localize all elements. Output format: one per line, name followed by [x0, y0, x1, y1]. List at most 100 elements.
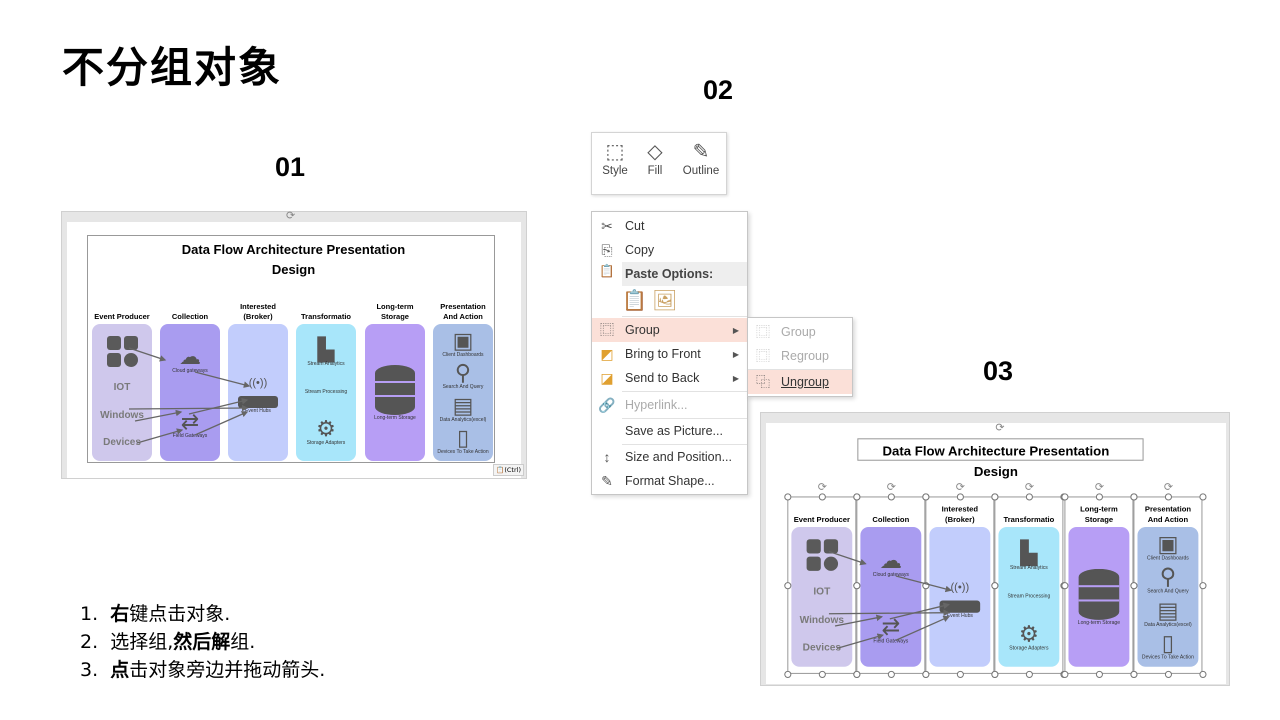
context-menu: ✂Cut ⎘Copy 📋 Paste Options: 📋 🖼 ⿴Group▶ … — [591, 211, 748, 495]
resize-handle[interactable] — [1061, 582, 1069, 590]
paste-options-header: Paste Options: — [622, 262, 747, 286]
menu-item-copy[interactable]: ⎘Copy — [592, 238, 747, 262]
resize-handle[interactable] — [853, 582, 861, 590]
resize-handle[interactable] — [956, 670, 964, 678]
rotate-handle-icon[interactable]: ⟳ — [955, 481, 966, 494]
column-selection-box[interactable] — [856, 496, 926, 674]
diagram-item[interactable]: ☁Cloud gateways — [873, 549, 909, 578]
column-selection-box[interactable] — [925, 496, 995, 674]
diagram-item[interactable]: ⚙Storage Adapters — [1009, 622, 1048, 651]
diagram-column[interactable]: Interested (Broker)((•))Event Hubs — [929, 503, 991, 667]
resize-handle[interactable] — [922, 670, 930, 678]
resize-handle[interactable] — [784, 670, 792, 678]
column-box[interactable]: ((•))Event Hubs — [929, 527, 991, 667]
column-selection-box[interactable] — [787, 496, 857, 674]
rotate-handle-icon[interactable]: ⟳ — [1163, 481, 1174, 494]
resize-handle[interactable] — [1130, 670, 1138, 678]
diagram-item[interactable]: Long-term Storage — [1078, 568, 1120, 625]
resize-handle[interactable] — [853, 670, 861, 678]
diagram-item[interactable]: ⇄Field Gateways — [873, 615, 908, 644]
resize-handle[interactable] — [1164, 670, 1172, 678]
resize-handle[interactable] — [818, 670, 826, 678]
title-selection-box[interactable] — [857, 438, 1144, 461]
resize-handle[interactable] — [853, 493, 861, 501]
group-selection-box[interactable] — [87, 235, 495, 463]
resize-handle[interactable] — [991, 493, 999, 501]
title-line: Design — [271, 262, 316, 277]
menu-item-group[interactable]: ⿴Group▶ — [592, 318, 747, 342]
rotate-handle-icon[interactable]: ⟳ — [1094, 481, 1105, 494]
column-selection-box[interactable] — [1064, 496, 1134, 674]
menu-item-cut[interactable]: ✂Cut — [592, 214, 747, 238]
resize-handle[interactable] — [784, 493, 792, 501]
rotate-handle-icon[interactable]: ⟳ — [886, 481, 897, 494]
resize-handle[interactable] — [887, 493, 895, 501]
resize-handle[interactable] — [1199, 582, 1207, 590]
resize-handle[interactable] — [1130, 493, 1138, 501]
style-button[interactable]: ⬚Style — [594, 139, 636, 177]
diagram-column[interactable]: Presentation And Action▣Client Dashboard… — [1137, 503, 1199, 667]
menu-item-send-to-back[interactable]: ◪Send to Back▶ — [592, 366, 747, 390]
resize-handle[interactable] — [818, 493, 826, 501]
resize-handle[interactable] — [991, 582, 999, 590]
rotate-handle-icon[interactable]: ⟳ — [1024, 481, 1035, 494]
column-header: Event Producer — [94, 312, 150, 321]
paste-as-picture-icon[interactable]: 🖼 — [652, 290, 678, 312]
diagram-item[interactable]: ▯Devices To Take Action — [1142, 631, 1194, 660]
outline-button[interactable]: ✎Outline — [676, 139, 726, 177]
diagram-item[interactable]: ⚲Search And Query — [1147, 566, 1188, 595]
column-box[interactable]: ▣Client Dashboards ⚲Search And Query ▤Data… — [1137, 527, 1199, 667]
menu-label: Bring to Front — [625, 347, 701, 361]
producer-label: Windows — [100, 409, 144, 421]
resize-handle[interactable] — [1164, 493, 1172, 501]
resize-handle[interactable] — [1025, 493, 1033, 501]
fill-button[interactable]: ◇Fill — [634, 139, 676, 177]
diagram-item: IOT — [114, 382, 131, 394]
rotate-handle-icon[interactable]: ⟳ — [995, 421, 1005, 435]
diagram-item[interactable]: ▤Data Analytics(excel) — [1144, 599, 1191, 628]
resize-handle[interactable] — [887, 670, 895, 678]
resize-handle[interactable] — [1199, 493, 1207, 501]
resize-handle[interactable] — [1130, 582, 1138, 590]
menu-item-format-shape[interactable]: ✎Format Shape... — [592, 469, 747, 493]
column-selection-box[interactable] — [994, 496, 1064, 674]
diagram-item[interactable]: Stream Processing — [1007, 594, 1050, 600]
column-selection-box[interactable] — [1133, 496, 1203, 674]
submenu-item-ungroup[interactable]: ⿻Ungroup — [748, 370, 852, 394]
resize-handle[interactable] — [1095, 493, 1103, 501]
paste-options-tag[interactable]: 📋(Ctrl) — [493, 464, 524, 476]
rotate-handle-icon[interactable]: ⟳ — [286, 209, 296, 222]
paste-keep-source-icon[interactable]: 📋 — [622, 290, 647, 312]
menu-item-size-position[interactable]: ↕Size and Position... — [592, 445, 747, 469]
resize-handle[interactable] — [922, 582, 930, 590]
resize-handle[interactable] — [956, 493, 964, 501]
diagram-item[interactable] — [806, 539, 838, 571]
menu-item-save-as-picture[interactable]: Save as Picture... — [592, 419, 747, 443]
diagram-item[interactable]: ▙Stream Analytics — [1010, 542, 1048, 571]
resize-handle[interactable] — [991, 670, 999, 678]
diagram-item[interactable]: ▣Client Dashboards — [1147, 533, 1189, 562]
diagram-item[interactable]: IOT — [813, 586, 830, 598]
menu-label: Send to Back — [625, 371, 700, 385]
rotate-handle-icon[interactable]: ⟳ — [817, 481, 828, 494]
clipboard-icon: 📋 — [496, 466, 505, 474]
resize-handle[interactable] — [1061, 493, 1069, 501]
resize-handle[interactable] — [922, 493, 930, 501]
resize-handle[interactable] — [1025, 670, 1033, 678]
resize-handle[interactable] — [784, 582, 792, 590]
resize-handle[interactable] — [1061, 670, 1069, 678]
item-text: 选择组, — [110, 631, 174, 653]
menu-item-bring-to-front[interactable]: ◩Bring to Front▶ — [592, 342, 747, 366]
diagram-item[interactable]: Devices — [803, 643, 841, 655]
resize-handle[interactable] — [1199, 670, 1207, 678]
diagram-item[interactable]: Windows — [800, 615, 844, 627]
resize-handle[interactable] — [1095, 670, 1103, 678]
column-box[interactable]: Long-term Storage — [1068, 527, 1130, 667]
